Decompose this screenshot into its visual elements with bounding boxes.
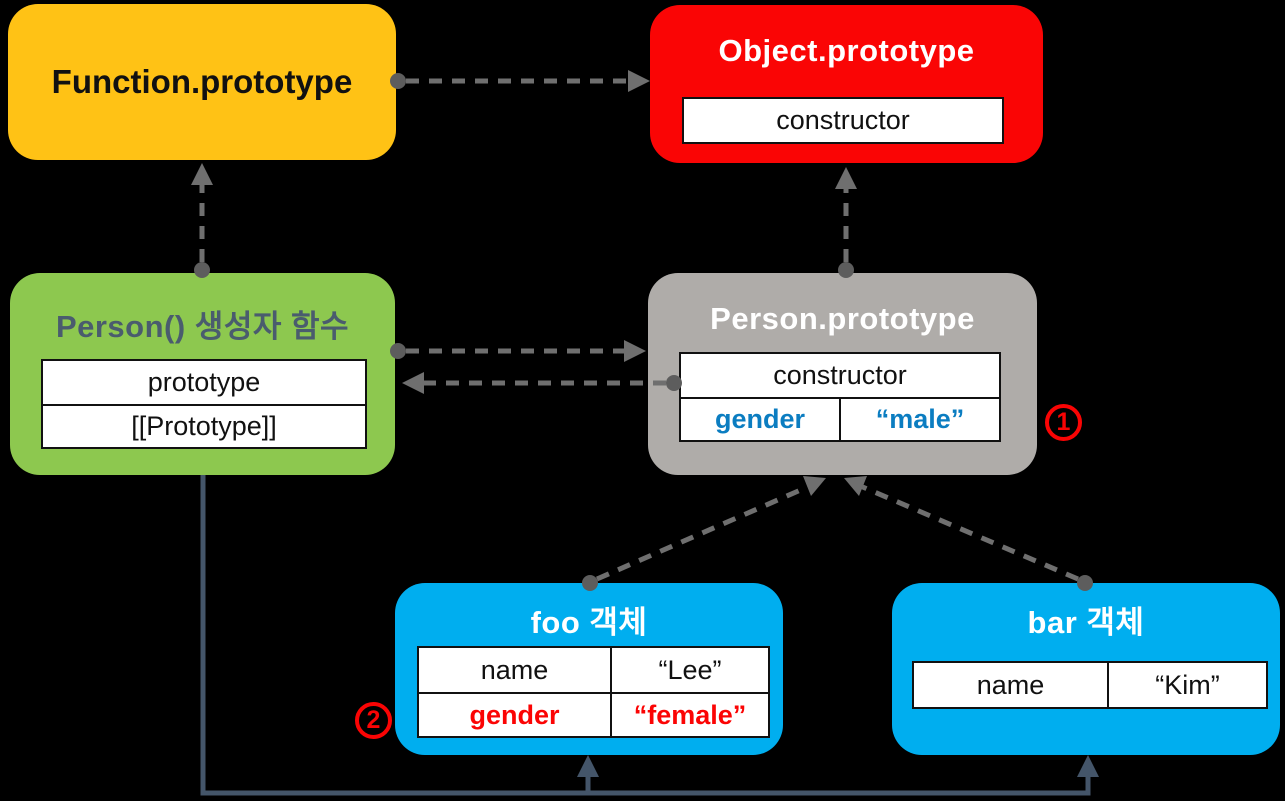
table-row: constructor	[684, 99, 1002, 142]
gender-key-cell: gender	[681, 399, 841, 440]
foo-object-box: foo 객체 name “Lee” gender “female”	[395, 583, 783, 755]
gender-key-cell: gender	[419, 694, 612, 736]
bar-object-title: bar 객체	[1027, 605, 1145, 640]
person-prototype-title: Person.prototype	[710, 301, 975, 336]
table-row: gender “female”	[419, 692, 768, 736]
circled-number-1-badge: 1	[1045, 404, 1082, 441]
object-prototype-box: Object.prototype constructor	[650, 5, 1043, 163]
arrow-constructor-to-prototype	[390, 340, 646, 362]
foo-object-table: name “Lee” gender “female”	[417, 646, 770, 738]
person-prototype-table: constructor gender “male”	[679, 352, 1001, 442]
table-row: [[Prototype]]	[43, 404, 365, 447]
arrow-prototype-to-constructor	[402, 372, 682, 394]
object-prototype-title: Object.prototype	[718, 33, 975, 68]
person-prototype-box: Person.prototype constructor gender “mal…	[648, 273, 1037, 475]
arrow-person-to-function	[191, 163, 213, 278]
internal-prototype-cell: [[Prototype]]	[131, 411, 277, 441]
person-constructor-box: Person() 생성자 함수 prototype [[Prototype]]	[10, 273, 395, 475]
foo-object-title: foo 객체	[530, 605, 648, 640]
bar-object-box: bar 객체 name “Kim”	[892, 583, 1280, 755]
arrow-bar-to-prototype	[844, 476, 1093, 591]
name-key-cell: name	[419, 648, 612, 692]
table-row: gender “male”	[681, 397, 999, 440]
gender-value-cell: “male”	[875, 404, 965, 434]
person-constructor-table: prototype [[Prototype]]	[41, 359, 367, 449]
arrow-function-to-object	[390, 70, 650, 92]
name-value-cell: “Kim”	[1155, 669, 1220, 700]
function-prototype-box: Function.prototype	[8, 4, 396, 160]
bar-object-table: name “Kim”	[912, 661, 1268, 709]
object-prototype-table: constructor	[682, 97, 1004, 144]
table-row: name “Kim”	[914, 663, 1266, 707]
name-key-cell: name	[914, 663, 1109, 707]
gender-value-cell: “female”	[633, 699, 747, 730]
function-prototype-title: Function.prototype	[51, 63, 353, 100]
person-constructor-title: Person() 생성자 함수	[55, 309, 350, 344]
name-value-cell: “Lee”	[658, 654, 722, 685]
arrow-person-prototype-to-object	[835, 167, 857, 278]
prototype-cell: prototype	[147, 367, 261, 397]
arrow-foo-to-prototype	[582, 476, 826, 591]
constructor-cell: constructor	[776, 105, 910, 135]
constructor-cell: constructor	[773, 360, 907, 390]
circled-number-2-badge: 2	[355, 702, 392, 739]
table-row: prototype	[43, 361, 365, 404]
table-row: name “Lee”	[419, 648, 768, 692]
table-row: constructor	[681, 354, 999, 397]
